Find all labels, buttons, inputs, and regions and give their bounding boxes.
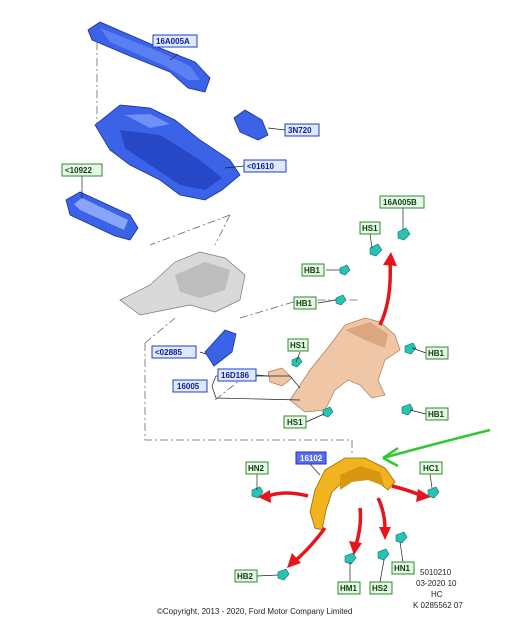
red-arrow-icon <box>416 489 431 502</box>
label-16005[interactable]: 16005 <box>172 379 208 393</box>
svg-text:HB1: HB1 <box>428 410 445 419</box>
bracket-3n720 <box>233 109 269 141</box>
svg-text:HS2: HS2 <box>372 584 388 593</box>
dash-panel-highlight <box>125 114 170 128</box>
label-hn2[interactable]: HN2 <box>245 461 269 475</box>
label-hb2[interactable]: HB2 <box>234 569 258 583</box>
reference-line-4: K 0285562 07 <box>413 601 463 610</box>
svg-text:16005: 16005 <box>177 382 200 391</box>
svg-text:3N720: 3N720 <box>288 126 312 135</box>
svg-text:HC1: HC1 <box>423 464 440 473</box>
dash-panel-shade <box>120 130 222 190</box>
clips <box>251 227 440 581</box>
label-01610[interactable]: <01610 <box>243 159 287 173</box>
svg-text:HB1: HB1 <box>296 299 313 308</box>
clip-icon <box>291 356 303 368</box>
clip-icon <box>427 486 440 499</box>
label-hs1-bottom[interactable]: HS1 <box>283 415 307 429</box>
clip-icon <box>369 243 383 257</box>
svg-text:HB1: HB1 <box>428 349 445 358</box>
svg-text:HS1: HS1 <box>290 341 306 350</box>
clip-icon <box>401 403 414 416</box>
clip-icon <box>251 486 264 499</box>
svg-text:HB2: HB2 <box>237 572 254 581</box>
label-16d186[interactable]: 16D186 <box>217 368 257 382</box>
label-10922[interactable]: <10922 <box>61 163 103 177</box>
bracket-02885 <box>204 329 237 367</box>
clip-icon <box>395 531 408 544</box>
red-arrow-icon <box>391 484 421 497</box>
reference-line-2: 03-2020 10 <box>416 579 457 588</box>
cowl-top-rail-detail <box>100 28 200 80</box>
svg-text:<10922: <10922 <box>65 166 92 175</box>
removal-arrows <box>258 252 431 568</box>
drawing-reference: 5010210 03-2020 10 HC K 0285562 07 <box>413 568 463 610</box>
label-hb1-b[interactable]: HB1 <box>293 296 317 310</box>
svg-text:HN2: HN2 <box>248 464 265 473</box>
label-hc1[interactable]: HC1 <box>419 461 443 475</box>
red-arrow-icon <box>379 527 391 540</box>
label-hm1[interactable]: HM1 <box>337 581 361 595</box>
label-hb1-a[interactable]: HB1 <box>301 263 325 277</box>
red-arrow-icon <box>383 252 397 266</box>
wheel-arch-liner <box>309 457 396 531</box>
svg-text:<01610: <01610 <box>247 162 274 171</box>
red-arrow-icon <box>294 526 327 562</box>
red-arrow-icon <box>376 497 387 531</box>
front-apron-shade <box>175 262 230 298</box>
label-16a005a[interactable]: 16A005A <box>152 34 198 48</box>
label-hb1-c[interactable]: HB1 <box>425 346 449 360</box>
label-hb1-d[interactable]: HB1 <box>425 407 449 421</box>
label-16102-selected[interactable]: 16102 <box>295 451 327 465</box>
svg-text:16D186: 16D186 <box>221 371 250 380</box>
label-hs2[interactable]: HS2 <box>369 581 393 595</box>
label-hs1-mid[interactable]: HS1 <box>287 338 309 352</box>
wheel-arch-liner-inner <box>340 466 384 490</box>
label-3n720[interactable]: 3N720 <box>284 123 320 137</box>
clip-icon <box>404 342 417 355</box>
svg-text:HN1: HN1 <box>394 564 411 573</box>
clip-icon <box>277 568 290 581</box>
bracket-16d186 <box>267 367 293 387</box>
svg-text:HM1: HM1 <box>340 584 357 593</box>
svg-text:<02885: <02885 <box>155 348 182 357</box>
label-02885[interactable]: <02885 <box>151 345 197 359</box>
clip-icon <box>339 264 351 276</box>
lower-member-detail <box>74 198 128 230</box>
svg-text:HB1: HB1 <box>304 266 321 275</box>
red-arrow-icon <box>267 491 309 498</box>
svg-text:16102: 16102 <box>300 454 323 463</box>
clip-icon <box>344 552 357 565</box>
clip-icon <box>397 227 411 241</box>
clip-icon <box>377 548 390 561</box>
reference-line-3: HC <box>431 590 443 599</box>
green-pointer-arrow-icon <box>382 428 491 468</box>
label-16a005b[interactable]: 16A005B <box>379 195 425 209</box>
red-arrow-icon <box>378 261 393 326</box>
red-arrow-icon <box>258 490 271 503</box>
copyright-text: ©Copyright, 2013 - 2020, Ford Motor Comp… <box>157 607 352 616</box>
red-arrow-icon <box>354 507 363 546</box>
label-hn1[interactable]: HN1 <box>391 561 415 575</box>
reference-line-1: 5010210 <box>420 568 452 577</box>
svg-text:HS1: HS1 <box>287 418 303 427</box>
clip-icon <box>335 294 347 306</box>
front-fender-shade <box>345 322 388 348</box>
svg-text:16A005A: 16A005A <box>156 37 190 46</box>
red-arrow-icon <box>287 553 301 568</box>
red-arrow-icon <box>349 541 362 555</box>
svg-text:HS1: HS1 <box>362 224 378 233</box>
svg-text:16A005B: 16A005B <box>383 198 417 207</box>
label-hs1-top[interactable]: HS1 <box>359 221 381 235</box>
